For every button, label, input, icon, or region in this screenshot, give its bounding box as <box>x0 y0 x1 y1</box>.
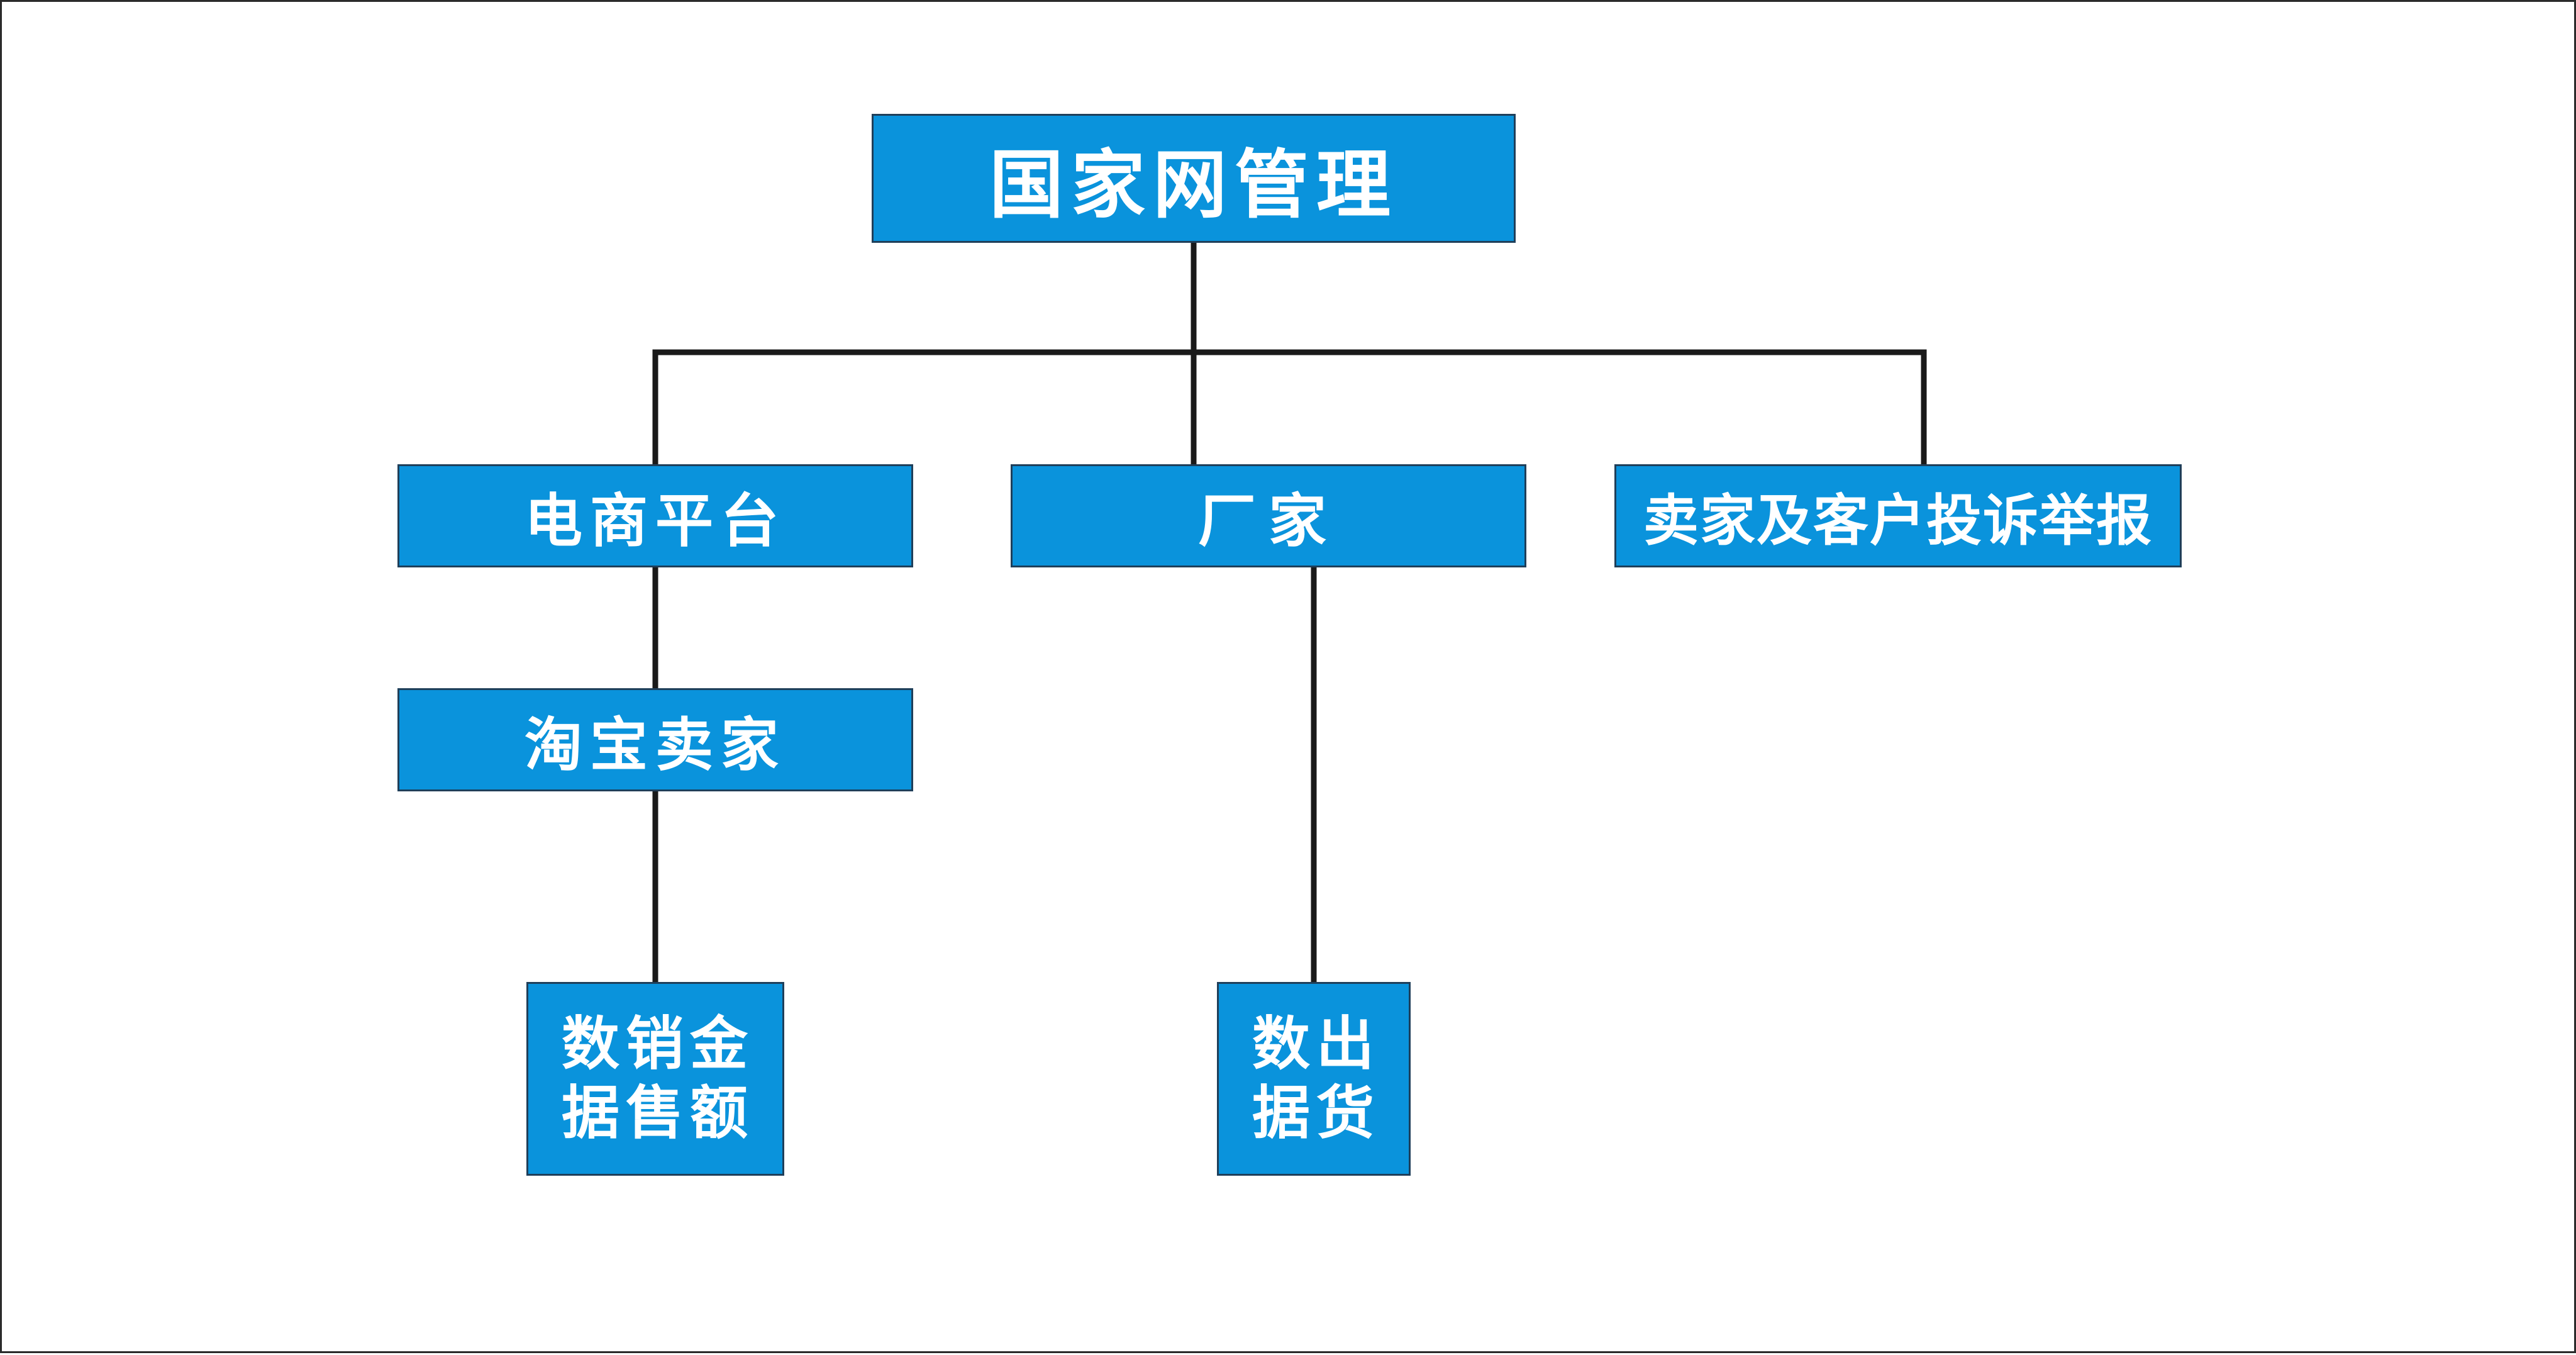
node-label-line2: 据售额 <box>561 1079 754 1147</box>
node-taobao-sellers: 淘宝卖家 <box>397 688 913 791</box>
node-label: 国家网管理 <box>989 142 1398 228</box>
node-label-line2: 据货 <box>1252 1079 1380 1147</box>
node-label: 厂家 <box>1197 487 1339 555</box>
node-label-stack: 数出 据货 <box>1252 1010 1380 1148</box>
node-manufacturer: 厂家 <box>1011 464 1526 567</box>
node-label: 淘宝卖家 <box>524 711 786 779</box>
node-ecommerce-platform: 电商平台 <box>397 464 913 567</box>
node-sales-amount-data: 数销金 据售额 <box>526 982 784 1176</box>
node-shipment-data: 数出 据货 <box>1217 982 1411 1176</box>
node-seller-customer-complaints: 卖家及客户投诉举报 <box>1614 464 2182 567</box>
node-label-line1: 数销金 <box>561 1010 754 1078</box>
node-label: 电商平台 <box>524 487 786 555</box>
node-national-network-management: 国家网管理 <box>872 114 1516 243</box>
node-label-line1: 数出 <box>1252 1010 1380 1078</box>
node-label-stack: 数销金 据售额 <box>562 1010 754 1148</box>
node-label: 卖家及客户投诉举报 <box>1643 488 2153 553</box>
